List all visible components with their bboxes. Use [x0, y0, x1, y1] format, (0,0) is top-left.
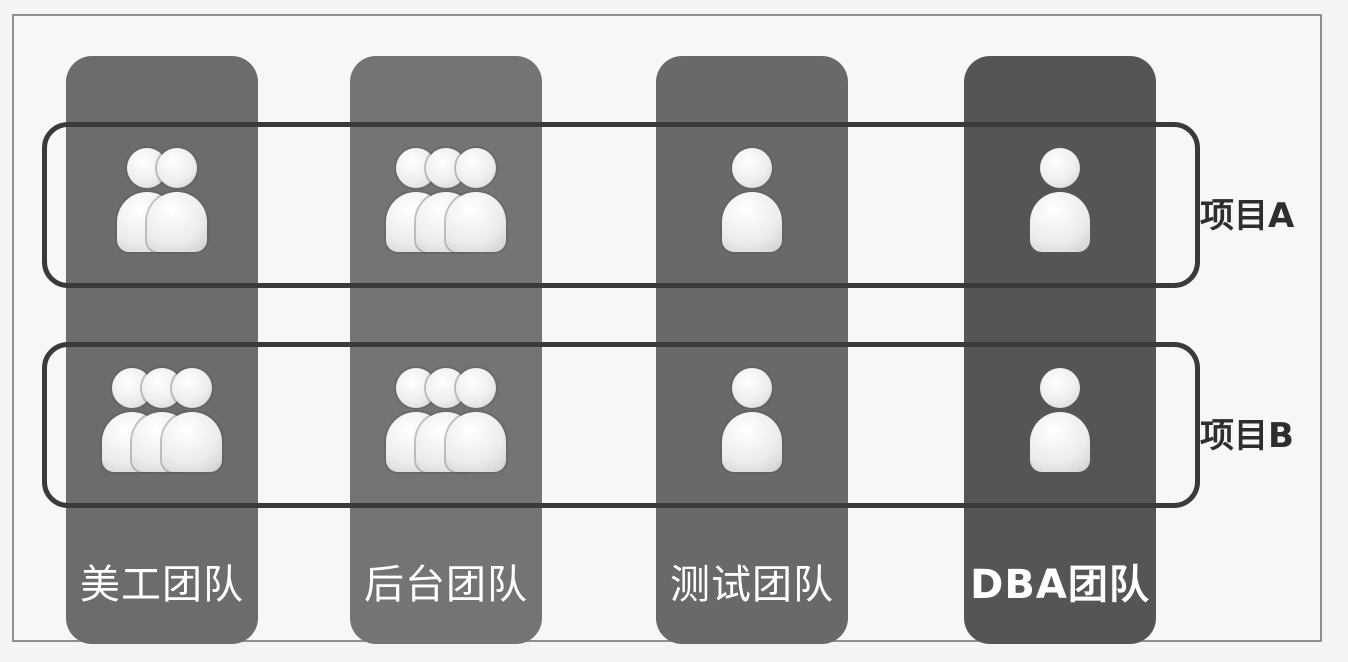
project-b-label: 项目B — [1200, 416, 1294, 456]
member-group — [102, 368, 222, 478]
member-group — [722, 368, 782, 478]
person-icon — [722, 148, 782, 258]
team-label: 测试团队 — [670, 562, 834, 608]
person-icon — [1030, 148, 1090, 258]
person-icon — [722, 368, 782, 478]
team-label: DBA团队 — [970, 562, 1150, 608]
person-icon — [1030, 368, 1090, 478]
member-group — [1030, 148, 1090, 258]
member-group — [386, 368, 506, 478]
member-group — [1030, 368, 1090, 478]
team-label: 美工团队 — [80, 562, 244, 608]
person-icon — [162, 368, 222, 478]
diagram-frame: 美工团队 后台团队 测试团队 DBA团队 项目A 项目B — [12, 14, 1322, 644]
person-icon — [446, 148, 506, 258]
member-group — [386, 148, 506, 258]
member-group — [117, 148, 207, 258]
project-b-ring — [42, 342, 1200, 508]
team-label: 后台团队 — [364, 562, 528, 608]
person-icon — [147, 148, 207, 258]
project-a-label: 项目A — [1200, 196, 1295, 236]
project-a-ring — [42, 122, 1200, 288]
team-column-dba: DBA团队 — [964, 56, 1156, 644]
team-column-backend: 后台团队 — [350, 56, 542, 644]
member-group — [722, 148, 782, 258]
person-icon — [446, 368, 506, 478]
